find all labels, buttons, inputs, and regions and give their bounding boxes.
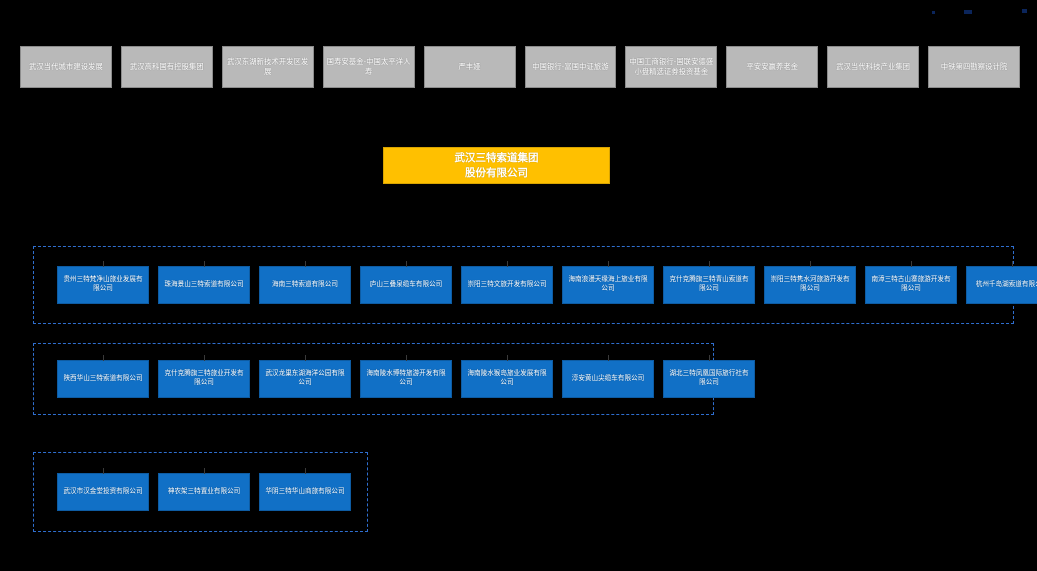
subsidiary-box[interactable]: 崇阳三特隽水河旅游开发有限公司 bbox=[764, 261, 856, 304]
subsidiary-box[interactable]: 崇阳三特文旅开发有限公司 bbox=[461, 261, 553, 304]
subsidiary-group-2: 陕西华山三特索道有限公司 克什克腾旗三特旅业开发有限公司 武汉龙巢东湖海洋公园有… bbox=[33, 343, 755, 415]
artifact-mark-3 bbox=[1022, 9, 1027, 13]
shareholder-box[interactable]: 武汉高科国有控股集团 bbox=[120, 46, 213, 88]
subsidiary-group-2-inner: 陕西华山三特索道有限公司 克什克腾旗三特旅业开发有限公司 武汉龙巢东湖海洋公园有… bbox=[34, 344, 755, 414]
shareholder-box[interactable]: 武汉当代城市建设发展 bbox=[20, 46, 112, 88]
subsidiary-box[interactable]: 克什克腾旗三特青山索道有限公司 bbox=[663, 261, 755, 304]
shareholder-box[interactable]: 中国银行-富国中证旅游 bbox=[524, 46, 617, 88]
subsidiary-box[interactable]: 海南陵水博特旅游开发有限公司 bbox=[360, 355, 452, 398]
artifact-mark-1 bbox=[932, 11, 935, 14]
subsidiary-box[interactable]: 淳安黄山尖缆车有限公司 bbox=[562, 355, 654, 398]
subsidiary-group-3-inner: 武汉市汉金堂投资有限公司 神农架三特置业有限公司 华阴三特华山商旅有限公司 bbox=[34, 453, 367, 531]
subsidiary-group-1-inner: 贵州三特梵净山旅业发展有限公司 珠海景山三特索道有限公司 海南三特索道有限公司 … bbox=[34, 247, 1037, 323]
shareholder-box[interactable]: 平安安赢养老金 bbox=[726, 46, 819, 88]
subsidiary-box[interactable]: 南漳三特古山寨旅游开发有限公司 bbox=[865, 261, 957, 304]
parent-company-line-2: 股份有限公司 bbox=[465, 166, 528, 179]
subsidiary-box[interactable]: 陕西华山三特索道有限公司 bbox=[57, 355, 149, 398]
subsidiary-box[interactable]: 湖北三特凤凰国际旅行社有限公司 bbox=[663, 355, 755, 398]
subsidiary-box[interactable]: 海南陵水猴岛旅业发展有限公司 bbox=[461, 355, 553, 398]
subsidiary-box[interactable]: 武汉龙巢东湖海洋公园有限公司 bbox=[259, 355, 351, 398]
shareholder-row: 武汉当代城市建设发展 武汉高科国有控股集团 武汉东湖新技术开发区发展 国寿安基金… bbox=[20, 46, 1021, 88]
artifact-mark-2 bbox=[964, 10, 972, 14]
subsidiary-group-1: 贵州三特梵净山旅业发展有限公司 珠海景山三特索道有限公司 海南三特索道有限公司 … bbox=[33, 246, 1037, 324]
shareholder-box[interactable]: 中国工商银行-国联安德盛小盘精选证券投资基金 bbox=[625, 46, 718, 88]
subsidiary-box[interactable]: 庐山三叠泉缆车有限公司 bbox=[360, 261, 452, 304]
shareholder-box[interactable]: 武汉当代科技产业集团 bbox=[827, 46, 920, 88]
subsidiary-box[interactable]: 海南三特索道有限公司 bbox=[259, 261, 351, 304]
subsidiary-box[interactable]: 神农架三特置业有限公司 bbox=[158, 468, 250, 511]
shareholder-box[interactable]: 国寿安基金-中国太平洋人寿 bbox=[322, 46, 415, 88]
subsidiary-box[interactable]: 杭州千岛湖索道有限公司 bbox=[966, 261, 1037, 304]
subsidiary-group-3: 武汉市汉金堂投资有限公司 神农架三特置业有限公司 华阴三特华山商旅有限公司 bbox=[33, 452, 368, 532]
subsidiary-box[interactable]: 华阴三特华山商旅有限公司 bbox=[259, 468, 351, 511]
shareholder-box[interactable]: 严丰娅 bbox=[423, 46, 516, 88]
parent-company-line-1: 武汉三特索道集团 bbox=[454, 151, 539, 164]
shareholder-box[interactable]: 中铁第四勘察设计院 bbox=[928, 46, 1021, 88]
subsidiary-box[interactable]: 克什克腾旗三特旅业开发有限公司 bbox=[158, 355, 250, 398]
subsidiary-box[interactable]: 贵州三特梵净山旅业发展有限公司 bbox=[57, 261, 149, 304]
parent-company-box[interactable]: 武汉三特索道集团 股份有限公司 bbox=[383, 147, 610, 184]
shareholder-box[interactable]: 武汉东湖新技术开发区发展 bbox=[221, 46, 314, 88]
subsidiary-box[interactable]: 武汉市汉金堂投资有限公司 bbox=[57, 468, 149, 511]
subsidiary-box[interactable]: 珠海景山三特索道有限公司 bbox=[158, 261, 250, 304]
subsidiary-box[interactable]: 海南浪漫天缘海上旅业有限公司 bbox=[562, 261, 654, 304]
